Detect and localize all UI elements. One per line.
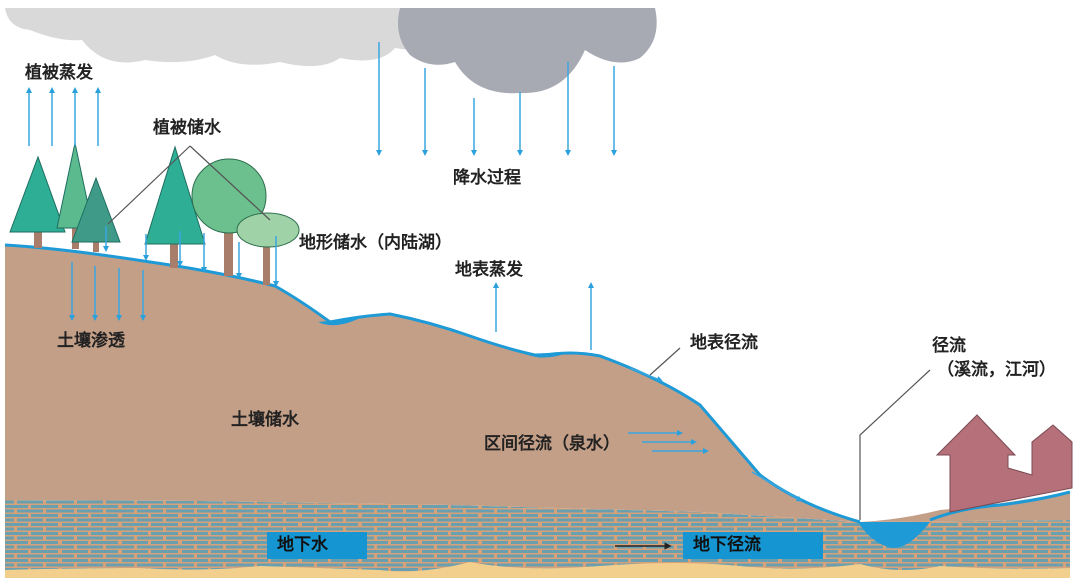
surface-runoff-arrows bbox=[629, 367, 803, 502]
surface-evaporation-arrows bbox=[493, 282, 594, 350]
surface-water-line bbox=[4, 243, 1071, 524]
label-precipitation: 降水过程 bbox=[453, 168, 521, 188]
trees bbox=[9, 142, 300, 285]
label-groundwater-flow: 地下径流 bbox=[683, 532, 823, 559]
label-interflow: 区间径流（泉水） bbox=[484, 434, 620, 454]
soil-infiltration-arrows bbox=[69, 262, 146, 321]
vegetation-evaporation-arrows bbox=[26, 87, 101, 146]
precipitation-arrows bbox=[376, 42, 617, 156]
label-vegetation-storage: 植被储水 bbox=[153, 118, 221, 138]
inland-lake bbox=[318, 318, 360, 326]
puddle bbox=[525, 352, 570, 358]
canopy-drip-arrows bbox=[103, 226, 279, 287]
label-soil-infiltration: 土壤渗透 bbox=[57, 331, 125, 351]
label-runoff: 径流 bbox=[932, 336, 966, 356]
label-surface-runoff: 地表径流 bbox=[690, 333, 758, 353]
label-terrain-storage: 地形储水（内陆湖） bbox=[299, 233, 452, 253]
label-groundwater: 地下水 bbox=[267, 532, 367, 559]
cloud-dark bbox=[397, 8, 657, 94]
label-vegetation-evaporation: 植被蒸发 bbox=[25, 63, 93, 83]
label-surface-evaporation: 地表蒸发 bbox=[455, 260, 523, 280]
cloud-light bbox=[5, 8, 440, 67]
soil-layer bbox=[5, 245, 1070, 522]
house-icon bbox=[935, 414, 1073, 513]
leader-lines bbox=[107, 145, 931, 520]
interflow-arrows bbox=[628, 430, 709, 454]
label-runoff-sub: （溪流，江河） bbox=[937, 360, 1056, 380]
label-soil-storage: 土壤储水 bbox=[231, 410, 299, 430]
river-water bbox=[858, 522, 930, 548]
